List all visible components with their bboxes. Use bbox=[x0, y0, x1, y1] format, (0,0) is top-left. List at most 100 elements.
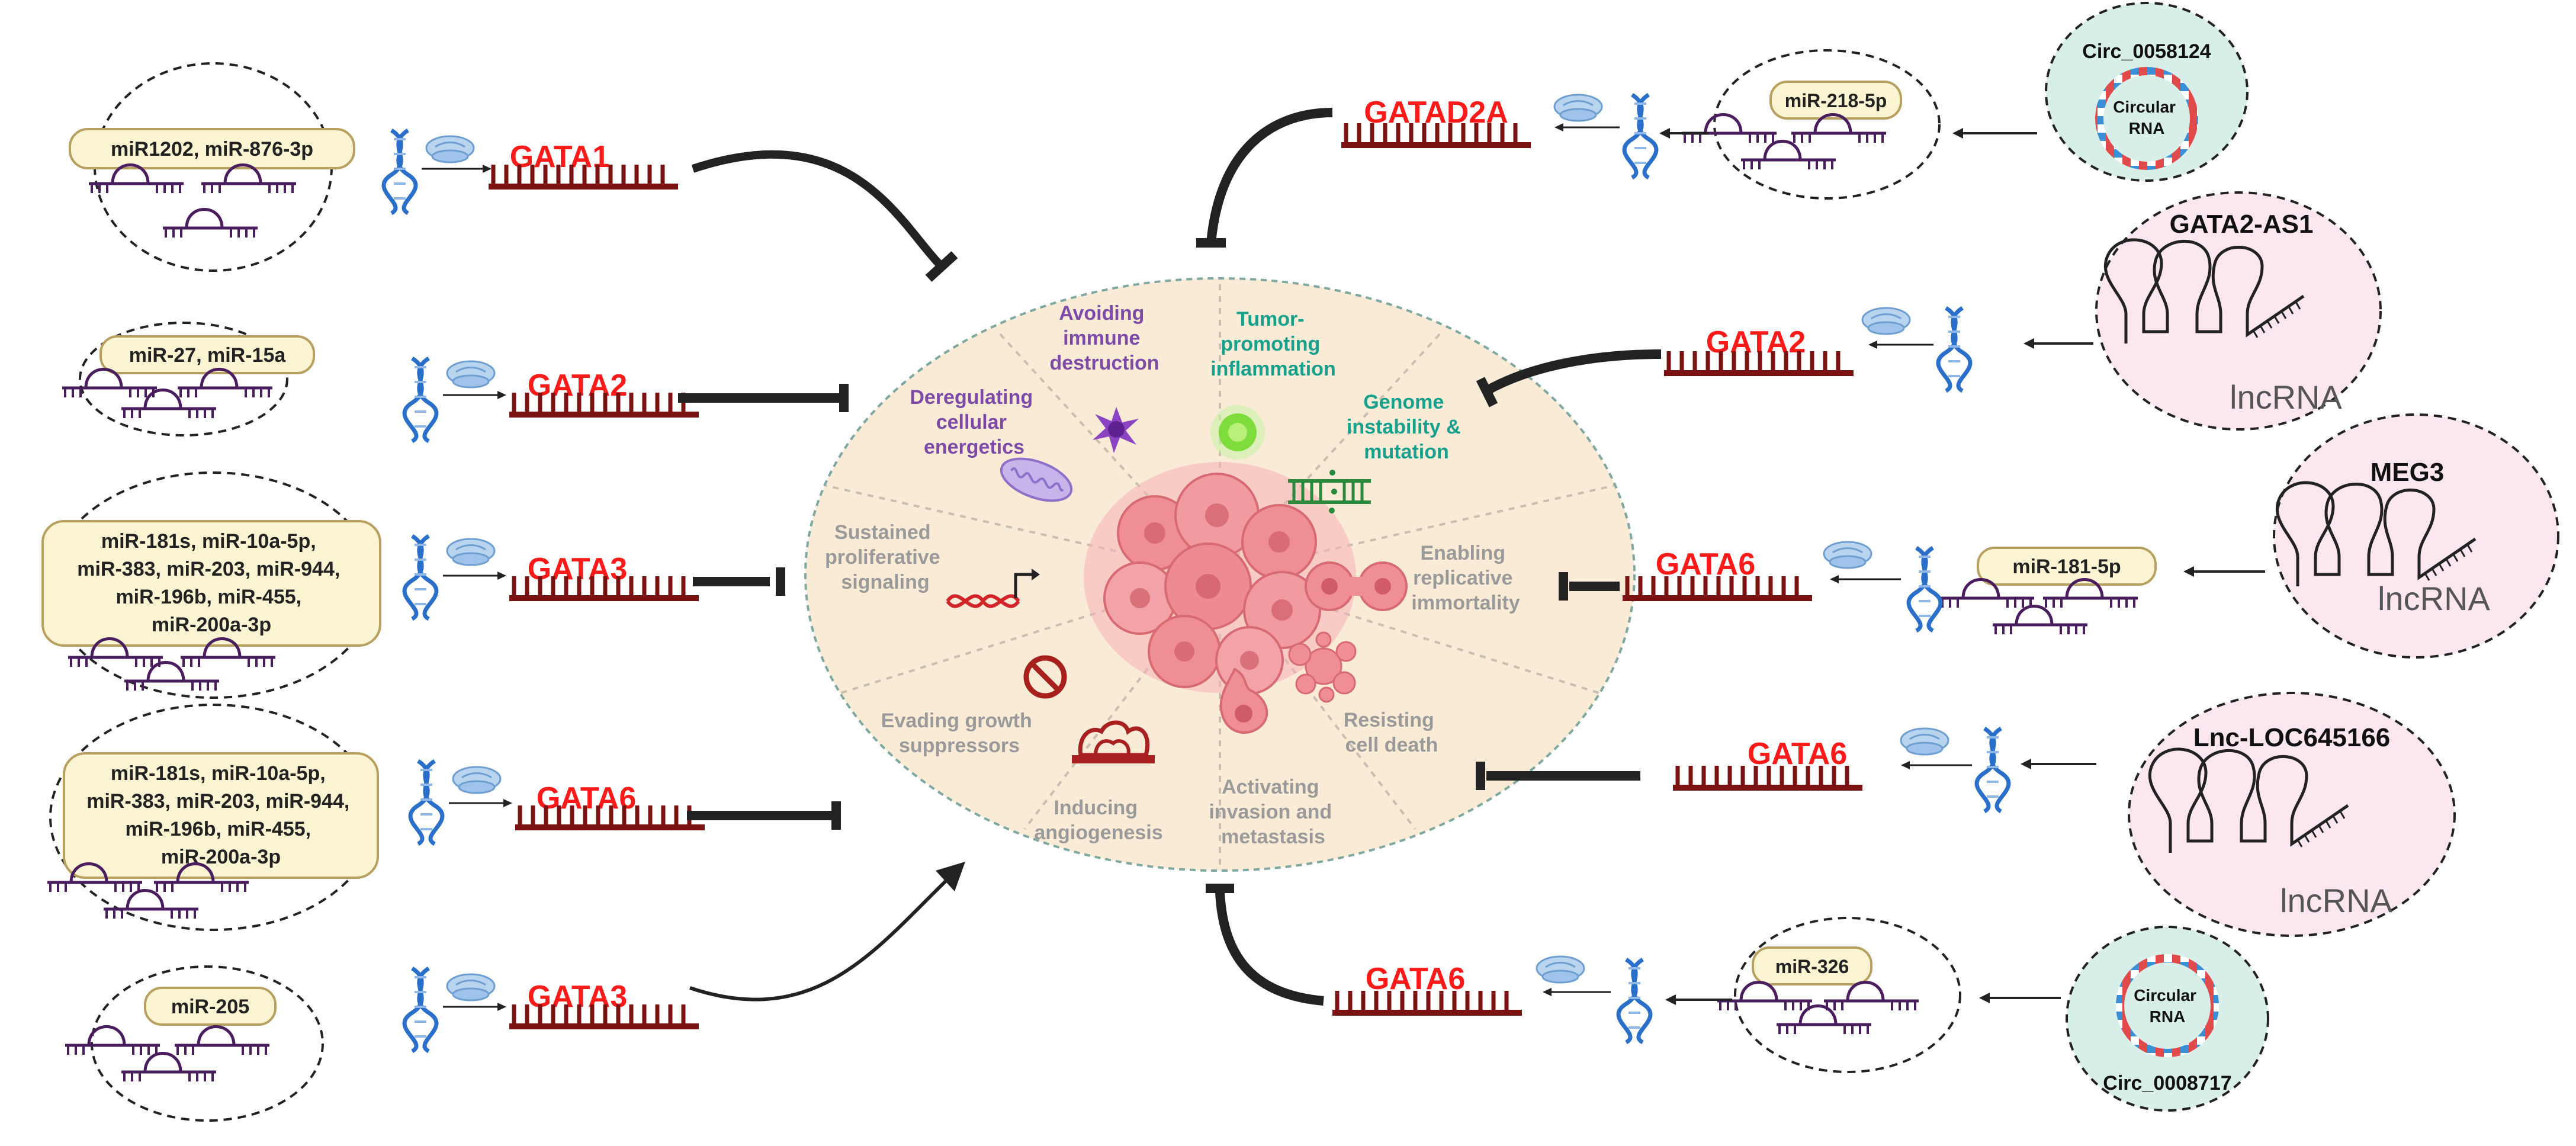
ribosome-icon bbox=[1861, 307, 1911, 335]
mirna-hairpin-icon bbox=[1741, 140, 1836, 169]
mirna-hairpin-icon bbox=[1777, 1004, 1871, 1034]
left-row-4: miR-181s, miR-10a-5p, miR-383, miR-203, … bbox=[47, 704, 841, 931]
gene-label: GATA6 bbox=[1748, 737, 1848, 771]
right-row-3: MEG3 lncRNA miR-181-5p GATA6 bbox=[1559, 413, 2559, 659]
circular-rna-icon: Circular RNA bbox=[2116, 954, 2219, 1057]
hallmark-avoiding-immune: Avoiding immune destruction bbox=[1049, 302, 1159, 374]
circrna-ellipse bbox=[2066, 926, 2269, 1112]
stem-loop-icon bbox=[2275, 481, 2477, 586]
hallmark-proliferative: Sustained proliferative signaling bbox=[825, 521, 946, 593]
dna-damage-icon bbox=[1288, 470, 1371, 513]
ribosome-icon bbox=[1900, 727, 1949, 756]
dna-icon bbox=[1616, 958, 1653, 1045]
mrna-comb-icon bbox=[1332, 991, 1522, 1016]
svg-text:Circular RNA: Circular RNA bbox=[2113, 98, 2180, 137]
mirna-label: miR-218-5p bbox=[1785, 90, 1887, 111]
ribosome-icon bbox=[446, 973, 496, 1001]
metastasis-cell-icon bbox=[1219, 667, 1268, 734]
lncrna-name: Lnc-LOC645166 bbox=[2193, 723, 2391, 752]
hallmarks-circle: Avoiding immune destruction Tumor- promo… bbox=[804, 277, 1636, 872]
mirna-label: miR-326 bbox=[1775, 956, 1849, 977]
lncrna-ellipse bbox=[2095, 191, 2382, 431]
mirna-hairpin-icon bbox=[124, 661, 219, 691]
mrna-comb-icon bbox=[1623, 576, 1812, 601]
hallmark-genome-instability: Genome instability & mutation bbox=[1347, 391, 1466, 463]
mirna-hairpin-icon bbox=[121, 1052, 216, 1081]
mirna-hairpin-icon bbox=[154, 862, 249, 892]
mirna-hairpin-icon bbox=[1791, 113, 1886, 143]
dna-icon bbox=[402, 534, 439, 621]
lncrna-tag: lncRNA bbox=[2378, 580, 2490, 617]
lncrna-tag: lncRNA bbox=[2280, 882, 2392, 919]
hallmark-invasion: Activating invasion and metastasis bbox=[1209, 776, 1337, 848]
mirna-group-ellipse bbox=[79, 322, 288, 436]
ribosome-icon bbox=[425, 135, 475, 163]
mirna-group-ellipse bbox=[1713, 49, 1941, 200]
mirna-hairpin-icon bbox=[1824, 981, 1919, 1010]
mirna-hairpin-icon bbox=[175, 1025, 269, 1055]
hallmark-energetics: Deregulating cellular energetics bbox=[910, 386, 1038, 458]
dna-icon bbox=[1906, 546, 1943, 633]
mrna-comb-icon bbox=[1673, 766, 1862, 791]
left-row-1: miR1202, miR-876-3p GATA1 bbox=[69, 62, 958, 282]
inhibition-arrow bbox=[691, 150, 945, 269]
mirna-label-box bbox=[1977, 547, 2157, 586]
dna-icon bbox=[402, 967, 439, 1054]
mirna-label: miR-181-5p bbox=[2012, 556, 2121, 578]
right-row-1: Circ_0058124 Circular RNA miR-218-5p GAT… bbox=[1196, 2, 2249, 248]
mrna-comb-icon bbox=[515, 805, 705, 830]
mirna-label: miR-205 bbox=[171, 996, 249, 1018]
hallmark-tumor-inflammation: Tumor- promoting inflammation bbox=[1210, 308, 1336, 380]
circrna-ellipse bbox=[2045, 2, 2249, 182]
mirna-hairpin-icon bbox=[65, 1025, 160, 1055]
mirna-hairpin-icon bbox=[68, 637, 163, 667]
mirna-label: miR1202, miR-876-3p bbox=[111, 138, 313, 160]
lncrna-name: MEG3 bbox=[2371, 458, 2445, 487]
lncrna-name: GATA2-AS1 bbox=[2170, 210, 2314, 239]
dna-icon bbox=[408, 759, 445, 846]
mirna-hairpin-icon bbox=[1993, 605, 2087, 634]
ribosome-icon bbox=[446, 538, 496, 566]
ribosome-icon bbox=[1536, 955, 1585, 984]
immune-cell-icon bbox=[1093, 407, 1139, 453]
dna-icon bbox=[1974, 727, 2011, 814]
gene-label: GATA6 bbox=[1366, 962, 1466, 996]
mirna-label-box bbox=[41, 520, 381, 647]
lncrna-tag: lncRNA bbox=[2230, 378, 2342, 416]
dividing-cell-icon bbox=[1305, 561, 1408, 611]
mirna-hairpin-icon bbox=[121, 389, 216, 418]
circrna-name: Circ_0058124 bbox=[2082, 40, 2211, 63]
mirna-label-box bbox=[144, 987, 277, 1026]
mirna-label: miR-181s, miR-10a-5p, miR-383, miR-203, … bbox=[77, 530, 346, 636]
stem-loop-icon bbox=[2148, 747, 2349, 853]
mitochondria-icon bbox=[1000, 457, 1073, 502]
mirna-hairpin-icon bbox=[62, 368, 157, 397]
svg-text:Circular RNA: Circular RNA bbox=[2134, 986, 2201, 1026]
right-row-5: Circular RNA Circ_0008717 miR-326 GATA6 bbox=[1206, 884, 2269, 1112]
mrna-comb-icon bbox=[1664, 351, 1854, 376]
mirna-group-ellipse bbox=[1734, 917, 1961, 1073]
hallmark-angiogenesis: Inducing angiogenesis bbox=[1034, 797, 1162, 844]
left-row-3: miR-181s, miR-10a-5p, miR-383, miR-203, … bbox=[41, 471, 785, 699]
mirna-hairpin-icon bbox=[2043, 578, 2138, 608]
mirna-hairpin-icon bbox=[89, 163, 184, 193]
right-row-2: GATA2-AS1 lncRNA GATA2 bbox=[1476, 191, 2382, 431]
apoptosis-icon bbox=[1288, 631, 1357, 703]
mirna-hairpin-icon bbox=[1717, 981, 1812, 1010]
right-row-4: Lnc-LOC645166 lncRNA GATA6 bbox=[1476, 692, 2456, 937]
mirna-hairpin-icon bbox=[163, 208, 258, 237]
inhibition-arrow bbox=[1484, 349, 1662, 395]
mirna-hairpin-icon bbox=[178, 368, 272, 397]
tumor-cluster-icon bbox=[1084, 462, 1356, 695]
mrna-comb-icon bbox=[509, 576, 699, 601]
mirna-hairpin-icon bbox=[104, 889, 198, 919]
inflammation-icon bbox=[1210, 405, 1265, 460]
dna-icon bbox=[1622, 93, 1659, 180]
mirna-label: miR-181s, miR-10a-5p, miR-383, miR-203, … bbox=[86, 762, 355, 868]
circular-rna-icon: Circular RNA bbox=[2095, 67, 2198, 170]
hallmark-resisting-death: Resisting cell death bbox=[1344, 709, 1440, 756]
mirna-hairpin-icon bbox=[1682, 113, 1777, 143]
mirna-label: miR-27, miR-15a bbox=[129, 344, 287, 367]
ribosome-icon bbox=[1823, 541, 1872, 569]
